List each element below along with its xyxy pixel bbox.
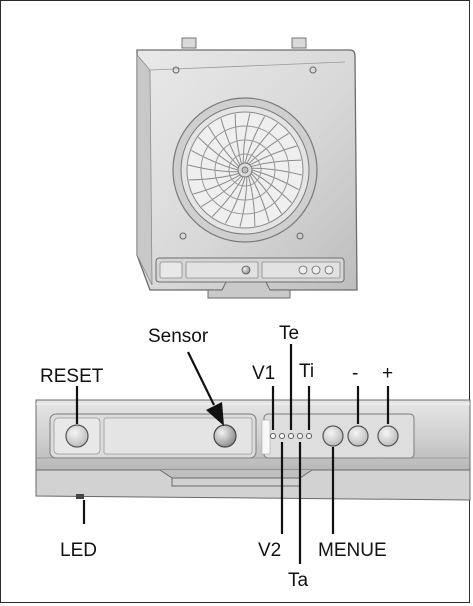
leader-lines [75,344,390,564]
plus-button[interactable] [377,425,399,447]
fan-grille-spoke [246,122,279,164]
reset-button[interactable] [65,424,89,448]
fan-grille-spoke [248,175,256,227]
label-ti: Ti [299,361,314,382]
minus-button[interactable] [347,425,369,447]
fan-grille-spoke [191,150,239,171]
label-te: Te [279,323,299,344]
menue-button[interactable] [322,425,344,447]
led-v2 [278,432,286,440]
fan-grille-spoke [225,176,246,224]
fan-grille-spoke [249,174,270,222]
fan-grille-spoke [242,113,251,164]
fan-grille-spoke [250,173,283,214]
sensor-element [213,424,237,448]
fan-grille-spoke [244,116,265,164]
fan-grille-spoke [193,174,241,195]
fan-grille-spoke [207,126,240,167]
label-reset: RESET [40,366,104,387]
label-led: LED [60,540,97,561]
label-plus: + [382,363,393,384]
fan-grille-spoke [211,176,244,218]
fan-grille-spoke [188,164,239,173]
label-v2: V2 [258,540,281,561]
fan-grille-spoke [249,145,297,166]
fan-grille-spoke [188,173,240,181]
label-minus: - [352,363,358,384]
led-ta [296,432,304,440]
led-v1 [269,432,277,440]
fan-grille-spoke [248,132,289,165]
fan-grille-spoke [250,159,302,167]
led-ti [305,432,313,440]
fan-grille-spoke [220,118,241,166]
fan-grille-spoke [234,113,242,165]
fan-grille-spoke [251,171,293,204]
labels: Sensor Te RESET V1 Ti - + LED V2 MENUE T… [40,323,393,591]
label-v1: V1 [252,363,275,384]
fan-grille-spoke [251,167,302,176]
control-strip-detail [35,399,471,501]
sensor-arrow-head [206,402,224,426]
fan-grille-spoke [251,169,299,190]
fan-grille-spoke [197,136,239,169]
led-te [287,432,295,440]
label-sensor: Sensor [148,326,209,347]
fan-grille-spoke [239,176,248,227]
fan-grille-spoke [201,175,242,208]
label-menue: MENUE [318,540,387,561]
device-front-view [136,37,358,299]
label-ta: Ta [288,570,309,591]
